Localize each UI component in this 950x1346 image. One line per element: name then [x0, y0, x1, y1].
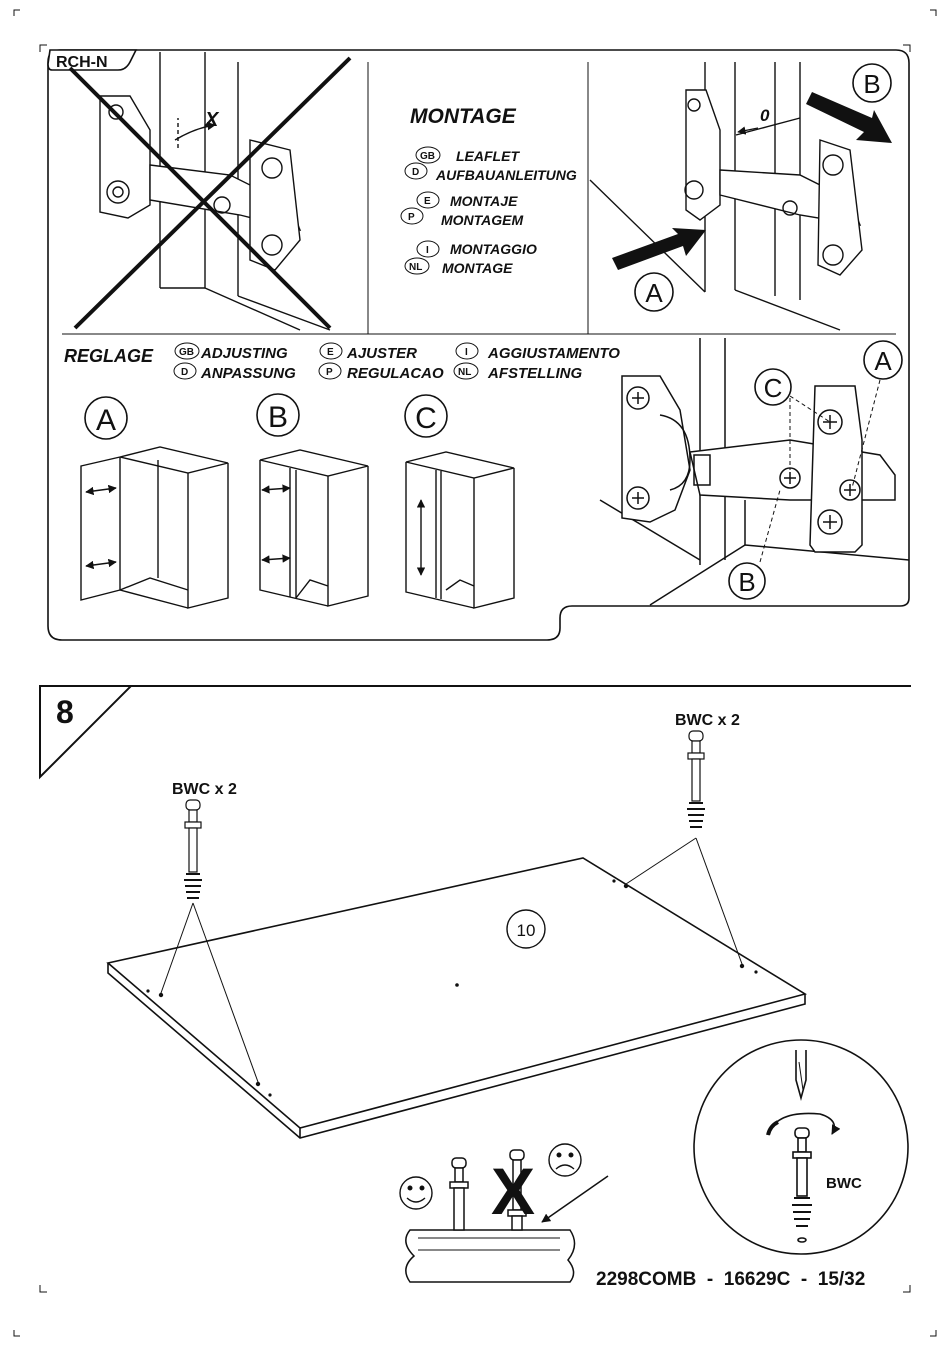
push-label-a: A	[645, 278, 663, 308]
cabinet-a-diagram	[81, 447, 228, 608]
reglage-translations: GB ADJUSTING D ANPASSUNG E AJUSTER P REG…	[174, 343, 620, 382]
svg-text:A: A	[874, 346, 892, 376]
svg-text:AGGIUSTAMENTO: AGGIUSTAMENTO	[487, 345, 620, 362]
svg-text:ADJUSTING: ADJUSTING	[200, 345, 288, 362]
cabinet-labels: A B C	[85, 394, 447, 439]
svg-text:MONTAGGIO: MONTAGGIO	[450, 241, 537, 257]
cabinet-c-diagram	[406, 452, 514, 608]
right-bwc-screw	[687, 731, 705, 827]
svg-text:AUFBAUANLEITUNG: AUFBAUANLEITUNG	[435, 167, 577, 183]
svg-text:MONTAGE: MONTAGE	[442, 260, 513, 276]
svg-text:NL: NL	[458, 367, 471, 378]
montage-title: MONTAGE	[410, 105, 517, 128]
footer-reference: 2298COMB - 16629C - 15/32	[596, 1269, 865, 1290]
svg-text:A: A	[96, 404, 116, 437]
wrong-mark: X	[491, 1154, 535, 1228]
svg-text:E: E	[424, 196, 431, 207]
svg-text:B: B	[268, 401, 288, 434]
happy-face-icon	[400, 1177, 432, 1209]
svg-text:B: B	[738, 567, 755, 597]
svg-text:AJUSTER: AJUSTER	[346, 345, 417, 362]
svg-text:C: C	[764, 373, 783, 403]
step-number: 8	[56, 694, 74, 730]
svg-text:D: D	[412, 167, 419, 178]
svg-text:P: P	[408, 212, 415, 223]
svg-text:I: I	[426, 245, 429, 256]
svg-text:P: P	[326, 367, 333, 378]
svg-text:GB: GB	[420, 151, 435, 162]
correct-gap-value: 0	[760, 106, 770, 125]
svg-text:E: E	[327, 347, 334, 358]
reglage-title: REGLAGE	[64, 346, 154, 366]
push-label-b: B	[863, 69, 880, 99]
svg-text:NL: NL	[409, 262, 422, 273]
detail-bwc-label: BWC	[826, 1175, 862, 1192]
push-arrow-a	[612, 228, 706, 270]
svg-text:MONTAGEM: MONTAGEM	[441, 212, 524, 228]
svg-text:REGULACAO: REGULACAO	[347, 365, 444, 382]
svg-text:GB: GB	[179, 347, 194, 358]
svg-text:ANPASSUNG: ANPASSUNG	[200, 365, 296, 382]
left-fitting-label: BWC x 2	[172, 781, 237, 798]
cabinet-b-diagram	[260, 450, 368, 606]
svg-text:I: I	[465, 347, 468, 358]
left-bwc-screw	[184, 800, 202, 898]
shelf-panel	[108, 858, 805, 1138]
language-list: GB LEAFLET D AUFBAUANLEITUNG E MONTAJE P…	[401, 147, 577, 276]
svg-text:AFSTELLING: AFSTELLING	[487, 365, 582, 382]
step-header: 8	[40, 686, 911, 777]
svg-text:D: D	[181, 367, 188, 378]
svg-text:C: C	[415, 402, 437, 435]
right-fitting-label: BWC x 2	[675, 712, 740, 729]
part-number: 10	[517, 921, 536, 940]
wrong-gap-symbol: X	[204, 109, 220, 131]
svg-text:MONTAJE: MONTAJE	[450, 193, 518, 209]
model-code: RCH-N	[56, 54, 108, 71]
svg-text:LEAFLET: LEAFLET	[456, 148, 520, 164]
sad-face-icon	[549, 1144, 581, 1176]
bwc-detail-circle	[694, 1040, 908, 1254]
